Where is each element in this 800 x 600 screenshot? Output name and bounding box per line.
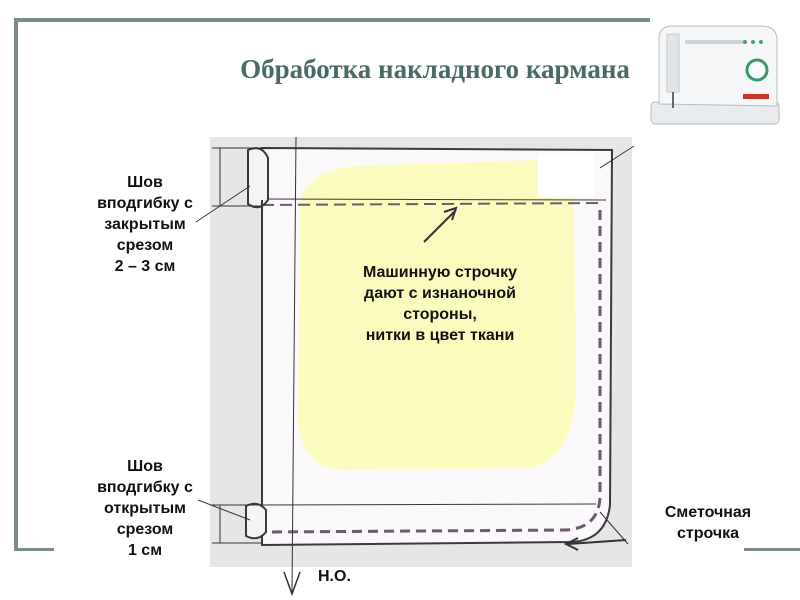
top-machine-stitch [261,202,605,206]
top-seam-label: Шов вподгибку с закрытым срезом 2 – 3 см [97,174,193,275]
sewing-machine-icon [650,25,780,125]
grain-line-label: Н.О. [318,568,351,585]
frame-top-border [14,18,650,22]
bottom-seam-label: Шов вподгибку с открытым срезом 1 см [97,458,193,559]
basting-stitch-arrow [567,539,627,545]
leader-top-right [599,145,635,169]
machine-stitch-label: Машинную строчку дают с изнаночной сторо… [362,264,517,344]
grain-line [291,136,297,593]
top-hem-line [261,198,607,201]
leader-top-seam [195,185,251,223]
machine-stitch-arrow [423,209,457,243]
slide-title: Обработка накладного кармана [240,54,630,84]
basting-stitch-arrowhead [563,537,579,551]
highlight-area [298,160,576,470]
leader-basting [599,511,629,545]
leader-bottom-seam [197,499,251,521]
frame-bottom-left-border [14,548,54,551]
frame-left-border [14,18,18,548]
grain-arrow [283,571,301,597]
basting-stitch-label: Сметочная строчка [664,504,752,542]
top-fold [247,147,269,209]
frame-bottom-right-border [744,548,800,551]
top-white-patch [538,155,594,197]
bottom-hem-line [261,503,597,506]
basting-stitch [269,210,602,534]
bottom-fold [245,502,267,540]
machine-stitch-arrowhead [443,206,458,221]
